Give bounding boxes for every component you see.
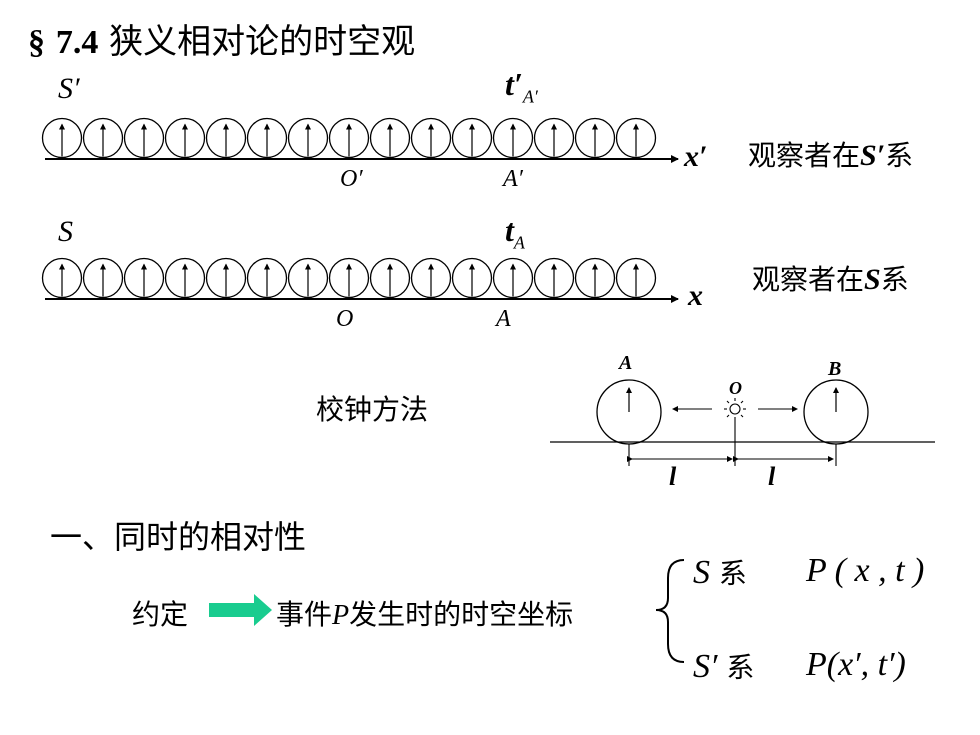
event-description: 事件P发生时的时空坐标 [276,598,574,631]
clock-circle [574,257,616,299]
clock-circle [369,117,411,159]
time-label-sub: A [513,232,525,253]
convention-label: 约定 [132,598,189,631]
clock-circle [492,257,534,299]
dist-label-left: l [669,462,677,491]
clock-circle [328,117,370,159]
clock-circle [287,117,329,159]
sync-diagram [550,379,935,466]
time-label-base: t [505,212,514,248]
clock-circle [451,257,493,299]
time-label-sub: A′ [522,86,538,107]
coord-s-prime: P(x′, t′) [806,646,906,683]
light-source-icon [724,398,746,466]
clock-circle [287,257,329,299]
clock-circle [205,117,247,159]
clock-row-s [41,257,657,299]
observer-note-s-prime: 观察者在S′系 [748,139,914,172]
axis-label-x-prime: x′ [684,140,708,173]
clock-circle [164,117,206,159]
title-text: 狭义相对论的时空观 [109,22,416,62]
clock-circle [328,257,370,299]
section-number: 7.4 [55,24,99,61]
page-title: § 7.4 狭义相对论的时空观 [28,14,415,63]
clock-circle [41,117,83,159]
frame-row-s-prime: S′ 系 [693,648,755,685]
clock-circle [492,117,534,159]
clock-circle [123,117,165,159]
sync-method-label: 校钟方法 [316,393,429,426]
clock-circle [123,257,165,299]
axis-label-x: x [688,279,703,312]
clock-row-s-prime [41,117,657,159]
clock-circle [615,257,657,299]
time-label-t-a: tA [505,212,525,253]
clock-circle [82,257,124,299]
clock-circle [246,257,288,299]
frame-row-s: S 系 [693,554,747,591]
section-mark: § [28,24,45,61]
clock-circle [205,257,247,299]
sync-clock-a-label: A [619,352,633,374]
clock-circle [410,117,452,159]
point-label-a-prime: A′ [503,166,523,192]
observer-note-s: 观察者在S系 [752,263,909,296]
event-var: P [332,600,350,631]
time-label-base: t′ [505,66,523,102]
clock-circle [82,117,124,159]
coord-s: P ( x , t ) [806,552,925,589]
time-label-t-a-prime: t′A′ [505,66,538,107]
clock-circle [451,117,493,159]
origin-label-o: O [336,306,354,332]
origin-label-o-prime: O′ [340,166,363,192]
brace [655,559,685,663]
frame-label-s-prime: S′ [58,72,80,105]
point-label-a: A [496,306,511,332]
clock-circle [410,257,452,299]
clock-circle [369,257,411,299]
clock-circle [615,117,657,159]
frame-label-s: S [58,215,73,248]
clock-circle [246,117,288,159]
clock-circle [41,257,83,299]
clock-circle [574,117,616,159]
convention-arrow [209,594,272,626]
dist-label-right: l [768,462,776,491]
sync-source-label: O [729,378,742,398]
clock-circle [164,257,206,299]
section-heading: 一、同时的相对性 [50,518,307,556]
sync-clock-b-label: B [828,358,842,380]
clock-circle [533,257,575,299]
clock-circle [533,117,575,159]
